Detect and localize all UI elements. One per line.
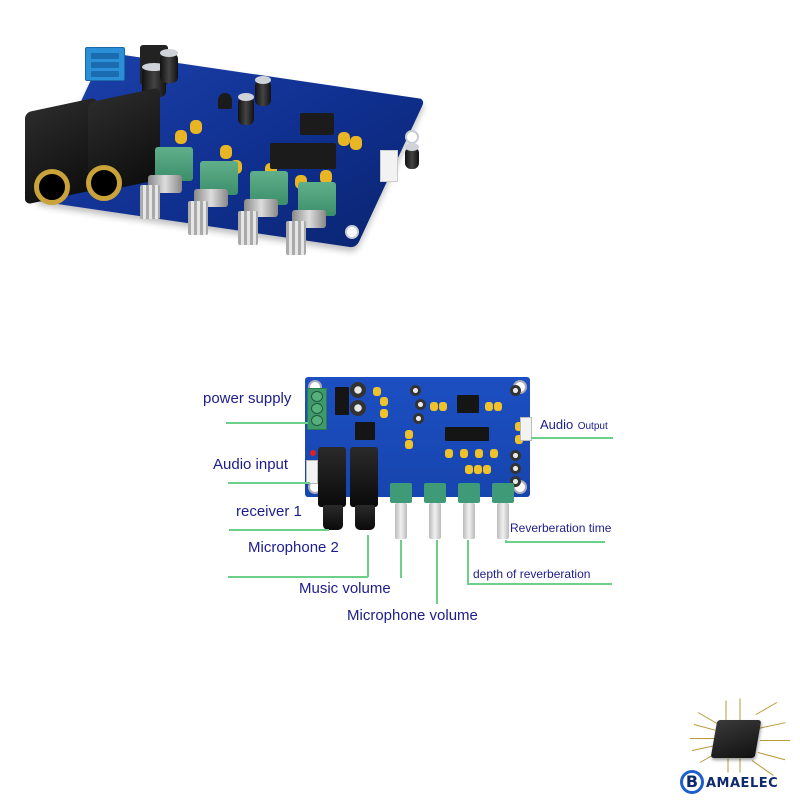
potentiometer-shaft	[140, 185, 160, 219]
label-music-volume: Music volume	[299, 580, 391, 597]
ceramic-capacitor	[494, 402, 502, 411]
label-audio-output: Audio Output	[540, 416, 608, 434]
reverb-time-pot	[492, 483, 514, 503]
electrolytic-capacitor	[160, 49, 178, 83]
label-depth-of-reverberation: depth of reverberation	[473, 567, 591, 581]
ceramic-capacitor	[380, 397, 388, 406]
leader-line-audio-input	[228, 482, 310, 484]
ceramic-capacitor	[220, 145, 232, 159]
voltage-regulator	[335, 387, 349, 415]
product-photo-isometric	[20, 35, 440, 265]
audio-output-connector	[520, 417, 532, 441]
electrolytic-capacitor	[350, 400, 366, 416]
ic-chip	[457, 395, 479, 413]
ic-chip	[270, 143, 336, 169]
jack-socket-ring	[34, 169, 70, 205]
music-volume-pot	[390, 483, 412, 503]
ceramic-capacitor	[350, 136, 362, 150]
leader-line-mic2	[228, 576, 368, 578]
ceramic-capacitor	[190, 120, 202, 134]
electrolytic-capacitor	[413, 413, 424, 424]
leader-line-mic2-v	[367, 535, 369, 577]
leader-line-depth	[467, 540, 469, 584]
jack-socket	[355, 505, 375, 530]
leader-line-depth-h	[467, 583, 612, 585]
audio-jack-2	[350, 447, 378, 507]
potentiometer-shaft	[286, 221, 306, 255]
electrolytic-capacitor	[510, 476, 521, 487]
logo-name: AMAELEC	[706, 776, 779, 791]
ic-chip	[355, 422, 375, 440]
electrolytic-capacitor	[350, 382, 366, 398]
ceramic-capacitor	[380, 409, 388, 418]
electrolytic-capacitor	[255, 76, 271, 106]
ceramic-capacitor	[485, 402, 493, 411]
audio-input-connector	[306, 460, 318, 484]
ceramic-capacitor	[373, 387, 381, 396]
jack-socket	[323, 505, 343, 530]
leader-line-time-h	[505, 541, 605, 543]
electrolytic-capacitor	[405, 143, 419, 169]
label-reverberation-time: Reverberation time	[510, 521, 612, 535]
label-receiver-1: receiver 1	[236, 503, 302, 520]
power-terminal	[85, 47, 125, 81]
logo-letter: B	[680, 770, 704, 794]
electrolytic-capacitor	[415, 399, 426, 410]
ceramic-capacitor	[515, 435, 523, 444]
microchip-icon	[676, 694, 796, 776]
power-terminal	[307, 388, 327, 430]
label-audio-input: Audio input	[213, 456, 289, 473]
ceramic-capacitor	[490, 449, 498, 458]
label-audio-output-sub: Output	[577, 421, 608, 432]
potentiometer-shaft	[395, 503, 407, 539]
white-connector	[380, 150, 398, 182]
ic-chip	[445, 427, 489, 441]
ceramic-capacitor	[430, 402, 438, 411]
label-audio-output-main: Audio	[540, 417, 574, 432]
ceramic-capacitor	[405, 440, 413, 449]
label-power-supply: power supply	[203, 390, 292, 407]
potentiometer-shaft	[429, 503, 441, 539]
ceramic-capacitor	[515, 422, 523, 431]
bamaelec-logo: B AMAELEC	[676, 694, 796, 798]
ceramic-capacitor	[175, 130, 187, 144]
electrolytic-capacitor	[510, 385, 521, 396]
jack-socket-ring	[86, 165, 122, 201]
ceramic-capacitor	[460, 449, 468, 458]
ceramic-capacitor	[439, 402, 447, 411]
leader-line-receiver	[229, 529, 329, 531]
ceramic-capacitor	[465, 465, 473, 474]
reverb-depth-pot	[458, 483, 480, 503]
ceramic-capacitor	[320, 170, 332, 184]
leader-line-mic-vol	[436, 540, 438, 604]
ceramic-capacitor	[405, 430, 413, 439]
transistor	[218, 93, 232, 109]
ic-chip	[300, 113, 334, 135]
potentiometer-shaft	[463, 503, 475, 539]
ceramic-capacitor	[475, 449, 483, 458]
potentiometer-shaft	[188, 201, 208, 235]
potentiometer-shaft	[497, 503, 509, 539]
leader-line-power	[226, 422, 308, 424]
ceramic-capacitor	[338, 132, 350, 146]
microphone-volume-pot	[424, 483, 446, 503]
potentiometer-shaft	[238, 211, 258, 245]
ceramic-capacitor	[474, 465, 482, 474]
audio-jack-1	[318, 447, 346, 507]
leader-line-output	[531, 437, 613, 439]
electrolytic-capacitor	[238, 93, 254, 125]
mounting-hole	[345, 225, 359, 239]
electrolytic-capacitor	[410, 385, 421, 396]
led-indicator	[310, 450, 316, 456]
electrolytic-capacitor	[510, 463, 521, 474]
leader-line-music	[400, 540, 402, 578]
label-microphone-2: Microphone 2	[248, 539, 339, 556]
ceramic-capacitor	[483, 465, 491, 474]
electrolytic-capacitor	[510, 450, 521, 461]
ceramic-capacitor	[445, 449, 453, 458]
label-microphone-volume: Microphone volume	[347, 607, 478, 624]
